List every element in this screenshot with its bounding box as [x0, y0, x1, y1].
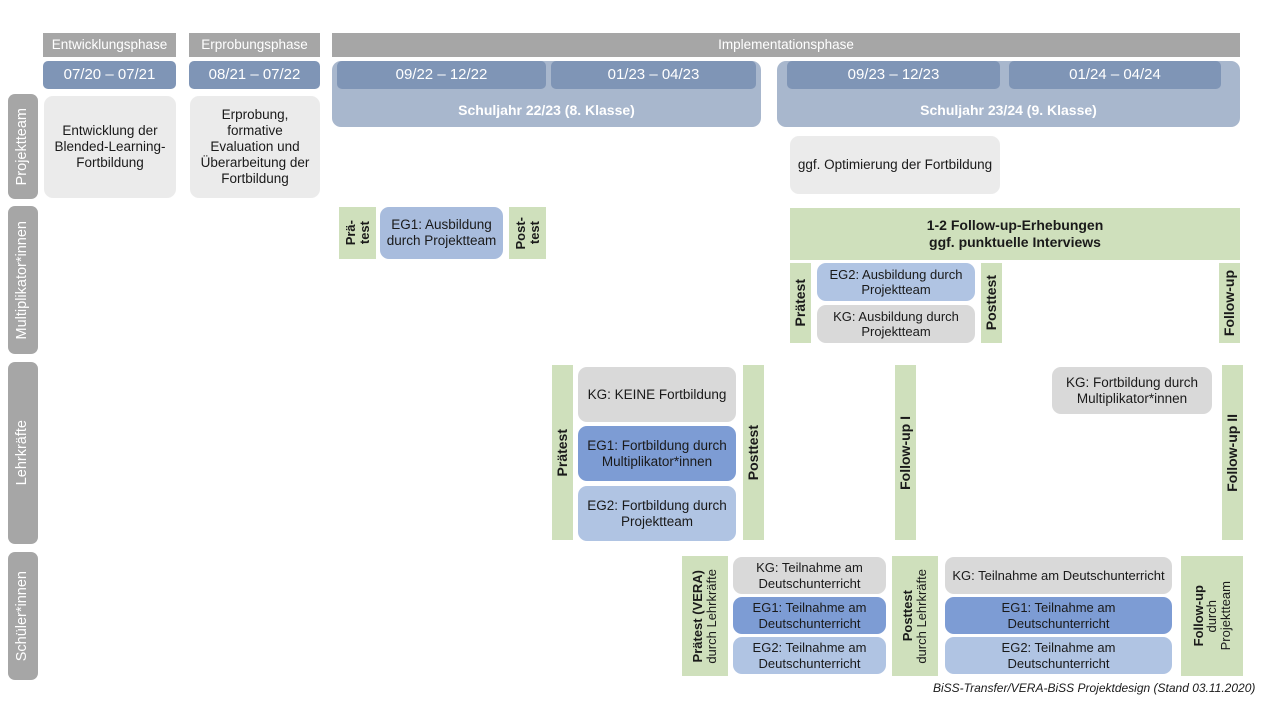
- row-label-schueler: Schüler*innen: [8, 552, 38, 680]
- lehrkraefte-pretest-text: Prätest: [554, 428, 571, 477]
- phase-header-label: Entwicklungsphase: [51, 37, 168, 53]
- date-chip-label: 01/24 – 04/24: [1069, 66, 1161, 84]
- schueler-followup-sub1: durch: [1204, 599, 1220, 633]
- phase-header-erprobungsphase: Erprobungsphase: [189, 33, 320, 57]
- row-label-multiplikator: Multiplikator*innen: [8, 206, 38, 354]
- lehrkraefte-eg2-text: EG2: Fortbildung durch Projektteam: [587, 497, 727, 529]
- multiplikator-posttest-1-line1: Post-: [512, 216, 528, 250]
- multiplikator-pretest-2: Prätest: [790, 263, 811, 343]
- schueler-pretest-sub: durch Lehrkräfte: [704, 568, 719, 664]
- schueler-right-box-text: KG: Teilnahme am Deutschunterricht: [952, 567, 1165, 583]
- schueler-right-box-kg: KG: Teilnahme am Deutschunterricht: [945, 557, 1172, 594]
- multiplikator-posttest-2: Posttest: [981, 263, 1002, 343]
- schueler-left-box-kg: KG: Teilnahme am Deutschunterricht: [733, 557, 886, 594]
- date-chip-label: 01/23 – 04/23: [607, 66, 700, 84]
- schueler-left-box-eg2: EG2: Teilnahme am Deutschunterricht: [733, 637, 886, 674]
- row-label-projektteam: Projektteam: [8, 94, 38, 199]
- multiplikator-followup-label: Follow-up: [1219, 263, 1240, 343]
- phase-header-label: Implementationsphase: [718, 37, 854, 53]
- lehrkraefte-eg1-box: EG1: Fortbildung durch Multiplikator*inn…: [578, 426, 736, 481]
- footer-caption-text: BiSS-Transfer/VERA-BiSS Projektdesign (S…: [933, 681, 1256, 695]
- projektteam-box-text: Erprobung, formative Evaluation und Über…: [200, 107, 310, 186]
- multiplikator-eg2-box: EG2: Ausbildung durch Projektteam: [817, 263, 975, 301]
- lehrkraefte-kg-right-text: KG: Fortbildung durch Multiplikator*inne…: [1065, 374, 1199, 406]
- date-chip-1: 08/21 – 07/22: [189, 61, 320, 89]
- row-label-lehrkraefte: Lehrkräfte: [8, 362, 38, 544]
- date-chip-2: 09/22 – 12/22: [337, 61, 546, 89]
- multiplikator-followup-banner-line2: ggf. punktuelle Interviews: [929, 234, 1101, 250]
- schueler-left-box-text: EG2: Teilnahme am Deutschunterricht: [752, 640, 867, 671]
- date-chip-5: 01/24 – 04/24: [1009, 61, 1221, 89]
- multiplikator-posttest-1-line2: test: [526, 221, 542, 245]
- multiplikator-pretest-2-text: Prätest: [792, 279, 809, 327]
- schueler-right-box-text: EG1: Teilnahme am Deutschunterricht: [1001, 600, 1116, 631]
- schueler-posttest-main: Posttest: [900, 590, 916, 642]
- multiplikator-pretest-1-line1: Prä-: [342, 220, 358, 246]
- phase-header-implementationsphase: Implementationsphase: [332, 33, 1240, 57]
- lehrkraefte-eg2-box: EG2: Fortbildung durch Projektteam: [578, 486, 736, 541]
- lehrkraefte-eg1-text: EG1: Fortbildung durch Multiplikator*inn…: [587, 437, 727, 469]
- multiplikator-followup-banner-line1: 1-2 Follow-up-Erhebungen: [926, 217, 1104, 234]
- schueler-right-box-text: EG2: Teilnahme am Deutschunterricht: [1001, 640, 1116, 671]
- multiplikator-eg1-text: EG1: Ausbildung durch Projektteam: [386, 217, 497, 248]
- date-chip-label: 07/20 – 07/21: [63, 66, 156, 84]
- multiplikator-posttest-2-text: Posttest: [983, 275, 1000, 331]
- phase-header-entwicklungsphase: Entwicklungsphase: [43, 33, 176, 57]
- lehrkraefte-pretest: Prätest: [552, 365, 573, 540]
- date-chip-0: 07/20 – 07/21: [43, 61, 176, 89]
- projektteam-box-text: ggf. Optimierung der Fortbildung: [797, 157, 993, 173]
- lehrkraefte-kg-box: KG: KEINE Fortbildung: [578, 367, 736, 422]
- multiplikator-followup-banner: 1-2 Follow-up-Erhebungen ggf. punktuelle…: [790, 208, 1240, 260]
- projektteam-box-erprobung: Erprobung, formative Evaluation und Über…: [190, 96, 320, 198]
- multiplikator-kg-box: KG: Ausbildung durch Projektteam: [817, 305, 975, 343]
- school-year-label: Schuljahr 22/23 (8. Klasse): [458, 102, 635, 119]
- school-year-label: Schuljahr 23/24 (9. Klasse): [920, 102, 1097, 119]
- multiplikator-eg1-box: EG1: Ausbildung durch Projektteam: [380, 207, 503, 259]
- schueler-followup: Follow-up durch Projektteam: [1181, 556, 1243, 676]
- schueler-right-box-eg2: EG2: Teilnahme am Deutschunterricht: [945, 637, 1172, 674]
- date-chip-label: 08/21 – 07/22: [208, 66, 301, 84]
- footer-caption: BiSS-Transfer/VERA-BiSS Projektdesign (S…: [933, 681, 1255, 695]
- lehrkraefte-followup-1: Follow-up I: [895, 365, 916, 540]
- row-label-text: Schüler*innen: [14, 570, 31, 662]
- lehrkraefte-posttest-text: Posttest: [745, 424, 762, 481]
- phase-header-label: Erprobungsphase: [201, 37, 308, 53]
- multiplikator-kg-text: KG: Ausbildung durch Projektteam: [833, 308, 959, 339]
- row-label-text: Projektteam: [14, 107, 31, 186]
- lehrkraefte-followup-2: Follow-up II: [1222, 365, 1243, 540]
- schueler-followup-sub2: Projektteam: [1217, 581, 1233, 651]
- projektteam-box-entwicklung: Entwicklung der Blended-Learning-Fortbil…: [44, 96, 176, 198]
- multiplikator-pretest-1: Prä- test: [339, 207, 376, 259]
- multiplikator-eg2-text: EG2: Ausbildung durch Projektteam: [829, 266, 963, 297]
- multiplikator-followup-text: Follow-up: [1221, 269, 1238, 337]
- schueler-left-box-text: KG: Teilnahme am Deutschunterricht: [756, 560, 863, 591]
- date-chip-3: 01/23 – 04/23: [551, 61, 756, 89]
- lehrkraefte-kg-box-right: KG: Fortbildung durch Multiplikator*inne…: [1052, 367, 1212, 414]
- multiplikator-pretest-1-line2: test: [356, 221, 372, 245]
- schueler-posttest-sub: durch Lehrkräfte: [914, 568, 929, 664]
- row-label-text: Lehrkräfte: [14, 420, 31, 486]
- multiplikator-posttest-1: Post- test: [509, 207, 546, 259]
- schueler-pretest-main: Prätest (VERA): [690, 569, 706, 663]
- schueler-left-box-text: EG1: Teilnahme am Deutschunterricht: [752, 600, 867, 631]
- lehrkraefte-posttest: Posttest: [743, 365, 764, 540]
- projektteam-box-optimierung: ggf. Optimierung der Fortbildung: [790, 136, 1000, 194]
- schueler-pretest-vera: Prätest (VERA) durch Lehrkräfte: [682, 556, 728, 676]
- schueler-right-box-eg1: EG1: Teilnahme am Deutschunterricht: [945, 597, 1172, 634]
- schueler-posttest: Posttest durch Lehrkräfte: [892, 556, 938, 676]
- lehrkraefte-followup-2-text: Follow-up II: [1224, 413, 1241, 492]
- row-label-text: Multiplikator*innen: [14, 220, 31, 340]
- projektteam-box-text: Entwicklung der Blended-Learning-Fortbil…: [54, 123, 166, 170]
- lehrkraefte-kg-text: KG: KEINE Fortbildung: [587, 386, 727, 402]
- schueler-left-box-eg1: EG1: Teilnahme am Deutschunterricht: [733, 597, 886, 634]
- lehrkraefte-followup-1-text: Follow-up I: [897, 415, 914, 490]
- date-chip-4: 09/23 – 12/23: [787, 61, 1000, 89]
- date-chip-label: 09/23 – 12/23: [847, 66, 940, 84]
- date-chip-label: 09/22 – 12/22: [395, 66, 488, 84]
